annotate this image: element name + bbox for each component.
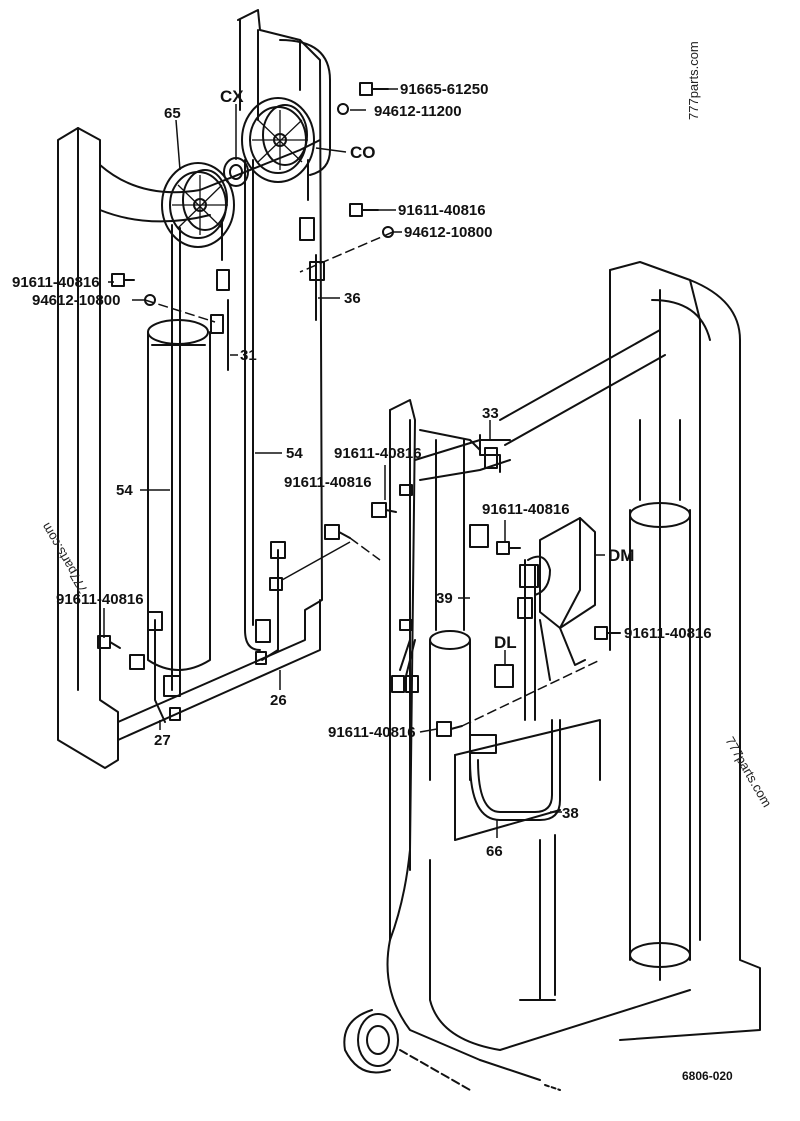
label-dm: DM — [608, 546, 634, 565]
label-26: 26 — [270, 692, 287, 709]
label-91611-40816-g: 91611-40816 — [624, 625, 712, 642]
label-39: 39 — [436, 590, 453, 607]
label-91665-61250: 91665-61250 — [400, 81, 488, 98]
right-mast-assembly — [343, 261, 761, 1091]
bolt-icon — [436, 721, 463, 737]
label-33: 33 — [482, 405, 499, 422]
label-54-b: 54 — [286, 445, 303, 462]
part-labels: 91665-61250 94612-11200 CO CX 65 91611-4… — [12, 81, 712, 860]
label-27: 27 — [154, 732, 171, 749]
bolt-icon — [111, 273, 135, 287]
bolt-icon — [349, 203, 379, 217]
label-94612-11200: 94612-11200 — [374, 103, 462, 120]
bolt-icon — [359, 82, 389, 96]
left-mast-assembly — [57, 9, 394, 769]
label-94612-10800-a: 94612-10800 — [404, 224, 492, 241]
label-38: 38 — [562, 805, 579, 822]
bolt-icon — [371, 502, 397, 518]
bolt-icon — [324, 524, 351, 540]
label-91611-40816-a: 91611-40816 — [398, 202, 486, 219]
label-co: CO — [350, 143, 376, 162]
label-54-a: 54 — [116, 482, 133, 499]
watermark-right: 777parts.com — [722, 734, 774, 810]
label-31: 31 — [240, 347, 257, 364]
label-cx: CX — [220, 87, 244, 106]
label-dl: DL — [494, 633, 517, 652]
label-91611-40816-e: 91611-40816 — [56, 591, 144, 608]
label-91611-40816-d: 91611-40816 — [334, 445, 422, 462]
label-94612-10800-b: 94612-10800 — [32, 292, 120, 309]
leader-lines — [103, 88, 620, 838]
label-65: 65 — [164, 105, 181, 122]
label-36: 36 — [344, 290, 361, 307]
label-91611-40816-f: 91611-40816 — [482, 501, 570, 518]
watermark-top-right: 777parts.com — [686, 41, 701, 120]
diagram-code: 6806-020 — [682, 1069, 733, 1083]
label-66: 66 — [486, 843, 503, 860]
label-91611-40816-b: 91611-40816 — [12, 274, 100, 291]
bolt-icon — [97, 635, 121, 649]
bolt-icon — [496, 541, 521, 555]
label-91611-40816-h: 91611-40816 — [328, 724, 416, 741]
watermark-left: 777parts.com — [38, 520, 90, 596]
label-91611-40816-c: 91611-40816 — [284, 474, 372, 491]
